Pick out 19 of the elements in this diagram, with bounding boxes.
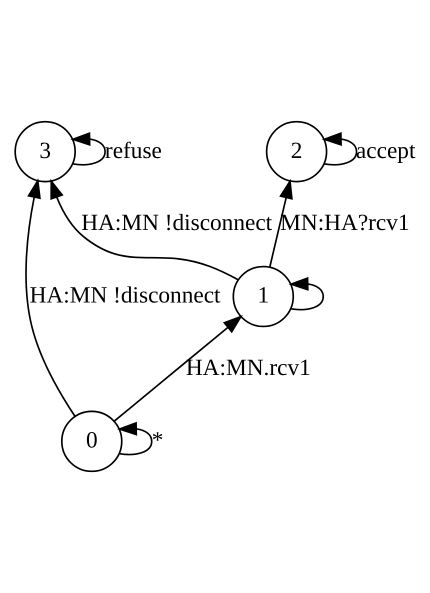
node-circle: 2: [266, 120, 328, 182]
edge-label: *: [152, 428, 164, 454]
arrow: [269, 178, 293, 268]
edge-label: HA:MN !disconnect: [30, 282, 221, 309]
arrow: [70, 132, 106, 166]
arrow: [50, 178, 238, 280]
arrow: [25, 178, 76, 417]
arrow: [288, 276, 324, 310]
edge-label: HA:MN !disconnect: [81, 210, 272, 236]
node-circle: 1: [232, 266, 294, 328]
arrow: [114, 315, 243, 422]
arrow: [117, 422, 153, 456]
edge-label: HA:MN.rcv1: [186, 355, 311, 382]
edge-label: MN:HA?rcv1: [280, 210, 410, 236]
node-circle: 0: [60, 410, 123, 472]
edge-label: accept: [356, 138, 416, 164]
arrow: [322, 132, 358, 166]
node-circle: 3: [14, 120, 76, 182]
edge-label: refuse: [104, 138, 162, 164]
